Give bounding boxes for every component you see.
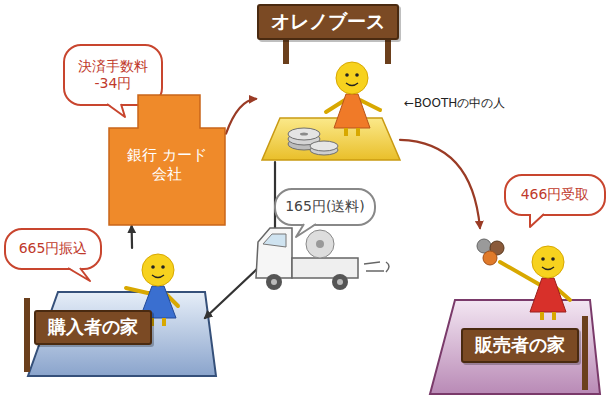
building-outline <box>109 95 225 225</box>
speed-lines <box>364 262 389 272</box>
bubble-tail-fill <box>296 223 316 237</box>
booth-sign: オレノブース <box>256 4 400 162</box>
bubble-text: 466円受取 <box>521 186 590 204</box>
bubble-tail <box>294 223 334 243</box>
coins <box>477 239 504 265</box>
bubble-tail-outline <box>530 214 544 227</box>
label-holder: ←BOOTHの中の人 <box>404 92 505 112</box>
flow-arrow <box>226 99 256 134</box>
sign-post <box>24 298 30 372</box>
buyer-floor <box>28 292 216 376</box>
bubble-text: 665円振込 <box>19 240 88 258</box>
bubble-tail-fill <box>107 103 125 117</box>
bubble-text: 決済手数料 -34円 <box>74 58 152 93</box>
booth-floor <box>262 118 400 160</box>
bubble-tail <box>64 267 104 287</box>
disc-stack <box>288 128 338 155</box>
sign-board-text: オレノブース <box>257 4 399 40</box>
bubble-tail <box>520 213 560 233</box>
speech-bubble: 665円振込 <box>4 228 102 270</box>
bubble-tail-fill <box>530 213 544 227</box>
speech-bubble: 466円受取 <box>504 174 606 216</box>
bubble-tail-outline <box>68 268 90 281</box>
truck <box>256 228 358 290</box>
disc-hole <box>300 133 308 136</box>
booth-person <box>326 62 380 136</box>
bubble-tail-outline <box>296 224 316 237</box>
seller-sign: 販売者の家 <box>440 228 598 376</box>
seller-floor <box>430 300 600 394</box>
sign-board-text: 購入者の家 <box>34 310 152 345</box>
building-text: 銀行 カード会社 <box>122 146 212 184</box>
bubble-text: 165円(送料) <box>285 198 365 216</box>
bubble-tail <box>103 103 143 123</box>
flow-arrow <box>131 226 134 248</box>
buyer-sign: 購入者の家 <box>15 248 205 353</box>
speech-bubble: 165円(送料) <box>274 188 376 226</box>
seller-person <box>500 246 570 320</box>
sign-board-text: 販売者の家 <box>461 328 579 363</box>
annotation-label: ←BOOTHの中の人 <box>404 96 505 110</box>
bubble-tail-outline <box>107 104 125 117</box>
bubble-tail-fill <box>68 267 90 281</box>
bank-building: 銀行 カード会社 <box>108 94 226 226</box>
sign-post <box>582 316 588 390</box>
flow-arrow <box>400 140 480 228</box>
